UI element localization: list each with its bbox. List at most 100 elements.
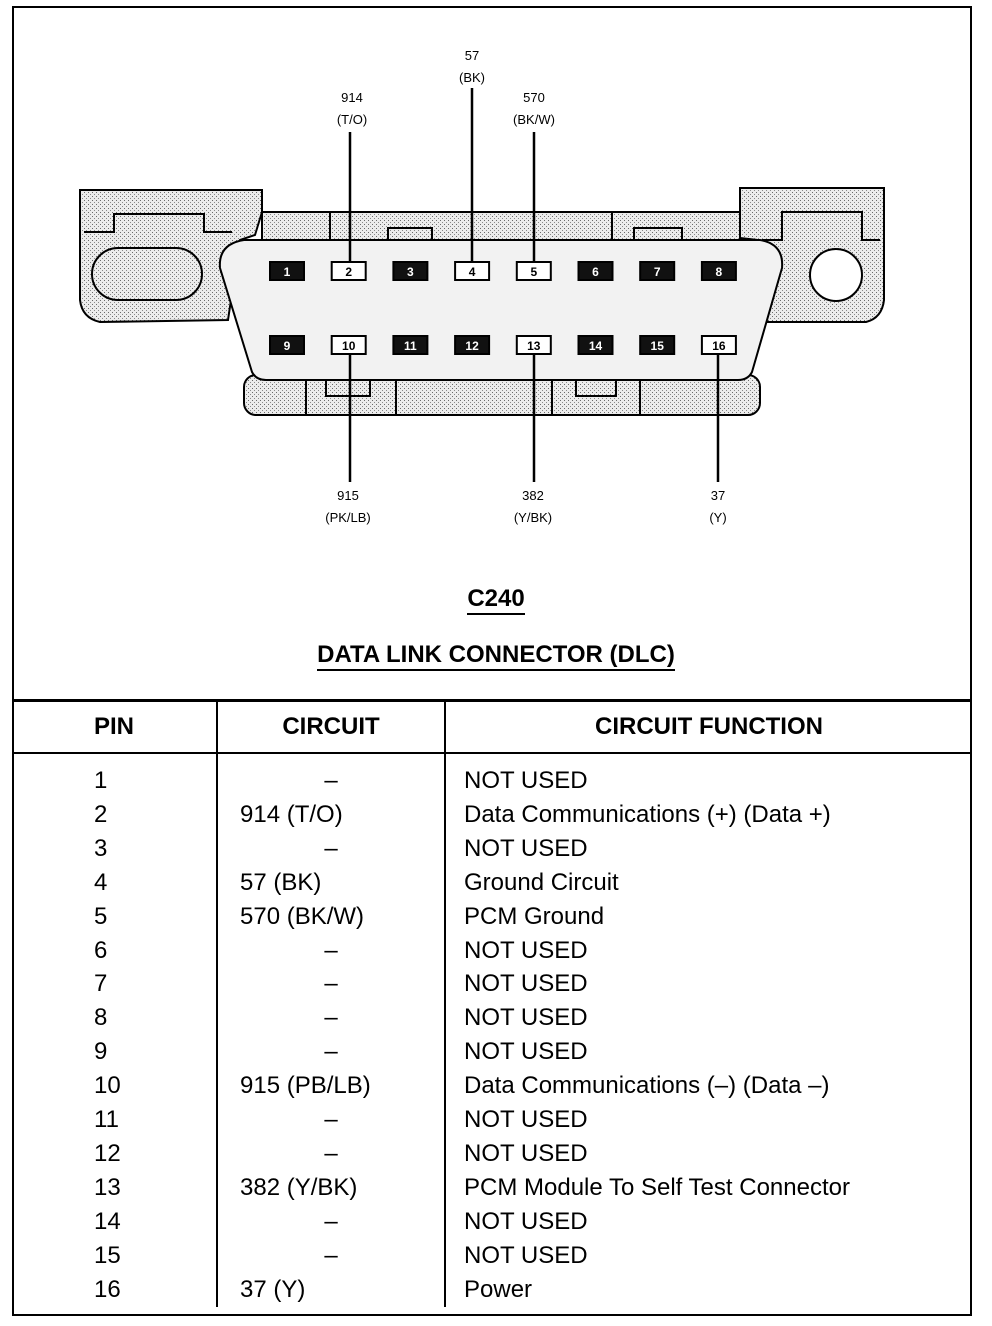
pin-number: 4	[469, 265, 476, 279]
pin-cavity-7: 7	[639, 261, 676, 281]
pin-cavity-1: 1	[269, 261, 305, 281]
connector-bottom-skirt	[243, 374, 761, 416]
wire-color-570: (BK/W)	[513, 112, 555, 127]
pin-cavity-4: 4	[454, 261, 491, 281]
pin-number: 13	[527, 339, 541, 353]
table-row: 11–NOT USED	[12, 1103, 972, 1137]
pin-cell: 7	[94, 970, 108, 998]
pin-box	[330, 261, 367, 281]
pin-number: 5	[530, 265, 537, 279]
pin-box	[639, 261, 676, 281]
connector-top-shroud	[261, 211, 741, 243]
table-row: 3–NOT USED	[12, 831, 972, 866]
circuit-cell: –	[216, 933, 445, 968]
function-cell: NOT USED	[444, 933, 972, 968]
pin-cell: 14	[94, 1207, 121, 1235]
pin-box	[700, 261, 737, 281]
diagram-frame	[12, 6, 972, 1316]
function-cell: NOT USED	[444, 1204, 972, 1239]
pin-box	[515, 261, 552, 281]
circuit-cell: –	[216, 1136, 445, 1171]
circuit-cell: –	[216, 1001, 445, 1036]
pin-cell: 16	[94, 1275, 121, 1303]
left-mounting-ear	[79, 189, 263, 324]
circuit-cell: –	[216, 831, 445, 866]
pin-number: 7	[654, 265, 661, 279]
wire-circuit-382: 382	[522, 488, 544, 503]
pin-cell: 2	[94, 800, 108, 828]
function-cell: NOT USED	[444, 831, 972, 866]
function-cell: NOT USED	[444, 1001, 972, 1036]
wire-circuit-570: 570	[523, 90, 545, 105]
circuit-cell: 382 (Y/BK)	[216, 1170, 445, 1205]
pin-number: 11	[404, 339, 417, 353]
pin-cell: 5	[94, 902, 108, 930]
function-cell: NOT USED	[444, 1238, 972, 1273]
pin-number: 10	[342, 339, 356, 353]
mounting-slot	[91, 247, 203, 301]
pin-box	[577, 335, 614, 355]
pin-cell: 4	[94, 868, 108, 896]
circuit-cell: 915 (PB/LB)	[216, 1069, 445, 1104]
function-cell: Data Communications (+) (Data +)	[444, 797, 972, 832]
pin-box	[269, 261, 305, 281]
circuit-cell: 57 (BK)	[216, 865, 445, 900]
connector-title-text: DATA LINK CONNECTOR (DLC)	[317, 641, 675, 671]
pin-cavity-16: 16	[700, 335, 737, 355]
pin-box	[330, 335, 367, 355]
connector-id-text: C240	[467, 585, 525, 615]
pin-cell: 8	[94, 1004, 108, 1032]
pin-number: 1	[284, 265, 291, 279]
circuit-cell: 914 (T/O)	[216, 797, 445, 832]
pin-cell: 13	[94, 1173, 121, 1201]
pin-cavity-2: 2	[330, 261, 367, 281]
pin-cavity-14: 14	[577, 335, 614, 355]
function-cell: NOT USED	[444, 1136, 972, 1171]
function-cell: NOT USED	[444, 1103, 972, 1137]
wire-color-914: (T/O)	[337, 112, 367, 127]
pin-box	[454, 261, 491, 281]
pin-cavity-11: 11	[392, 335, 429, 355]
pin-cavity-3: 3	[392, 261, 429, 281]
table-row: 12–NOT USED	[12, 1136, 972, 1171]
header-pin: PIN	[12, 700, 217, 754]
circuit-cell: 37 (Y)	[216, 1272, 445, 1307]
circuit-cell: –	[216, 1035, 445, 1070]
connector-id: C240	[0, 585, 992, 615]
wire-color-57: (BK)	[459, 70, 485, 85]
circuit-cell: 570 (BK/W)	[216, 899, 445, 934]
pin-cavity-9: 9	[269, 335, 305, 355]
pin-number: 8	[716, 265, 723, 279]
wire-color-382: (Y/BK)	[514, 510, 552, 525]
pin-box	[700, 335, 737, 355]
pin-box	[392, 261, 429, 281]
pin-cell: 10	[94, 1072, 121, 1100]
wire-leads	[348, 88, 720, 482]
wire-labels: 57 (BK) 914 (T/O) 570 (BK/W) 915 (PK/LB)…	[325, 48, 726, 525]
pin-cavity-8: 8	[700, 261, 737, 281]
pin-box	[639, 335, 676, 355]
circuit-cell: –	[216, 1103, 445, 1137]
function-cell: NOT USED	[444, 967, 972, 1002]
wire-circuit-915: 915	[337, 488, 359, 503]
pin-number: 6	[592, 265, 599, 279]
table-row: 8 –NOT USED	[12, 1001, 972, 1036]
connector-title: DATA LINK CONNECTOR (DLC)	[0, 641, 992, 671]
circuit-cell: –	[216, 1204, 445, 1239]
wire-circuit-57: 57	[465, 48, 479, 63]
header-circuit: CIRCUIT	[216, 700, 445, 754]
pin-cell: 1	[94, 767, 108, 794]
pin-number: 2	[345, 265, 352, 279]
mounting-hole	[809, 248, 863, 302]
wire-color-915: (PK/LB)	[325, 510, 371, 525]
pin-box	[392, 335, 429, 355]
circuit-cell: –	[216, 1238, 445, 1273]
pin-cavity-12: 12	[454, 335, 491, 355]
function-cell: Ground Circuit	[444, 865, 972, 900]
table-row: 6–NOT USED	[12, 933, 972, 968]
wire-circuit-37: 37	[711, 488, 725, 503]
